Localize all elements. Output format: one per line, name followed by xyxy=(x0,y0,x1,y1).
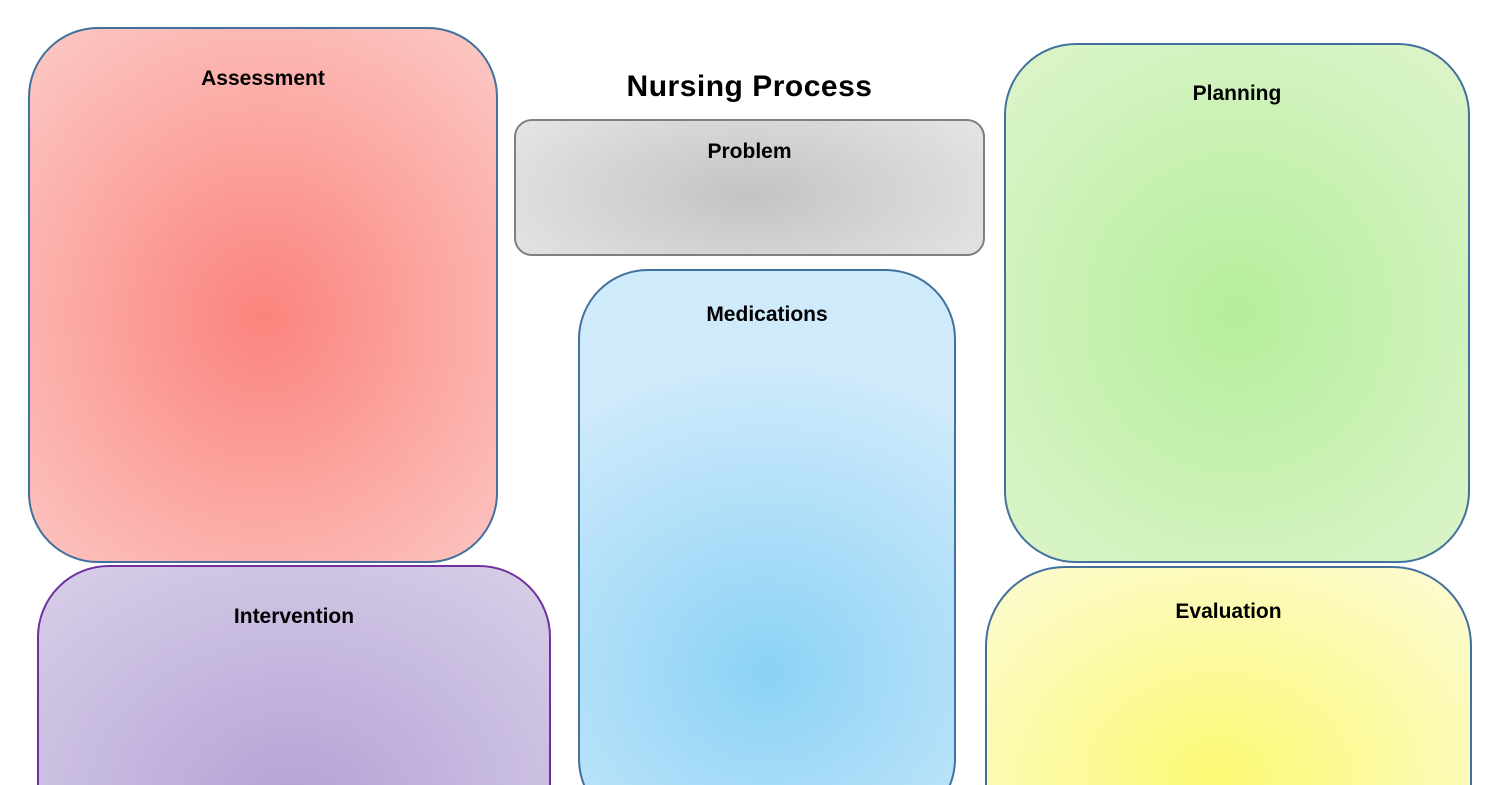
assessment-box[interactable]: Assessment xyxy=(28,27,498,563)
assessment-box-label: Assessment xyxy=(201,67,325,90)
medications-box[interactable]: Medications xyxy=(578,269,956,785)
evaluation-box-label: Evaluation xyxy=(1175,600,1282,623)
problem-box-label: Problem xyxy=(707,140,792,163)
planning-box[interactable]: Planning xyxy=(1004,43,1470,563)
intervention-box[interactable]: Intervention xyxy=(37,565,551,785)
medications-box-label: Medications xyxy=(706,303,828,326)
planning-box-label: Planning xyxy=(1192,82,1282,105)
intervention-box-label: Intervention xyxy=(233,605,355,628)
evaluation-box[interactable]: Evaluation xyxy=(985,566,1472,785)
page-title: Nursing Process xyxy=(626,70,873,103)
problem-box[interactable]: Problem xyxy=(514,119,985,256)
